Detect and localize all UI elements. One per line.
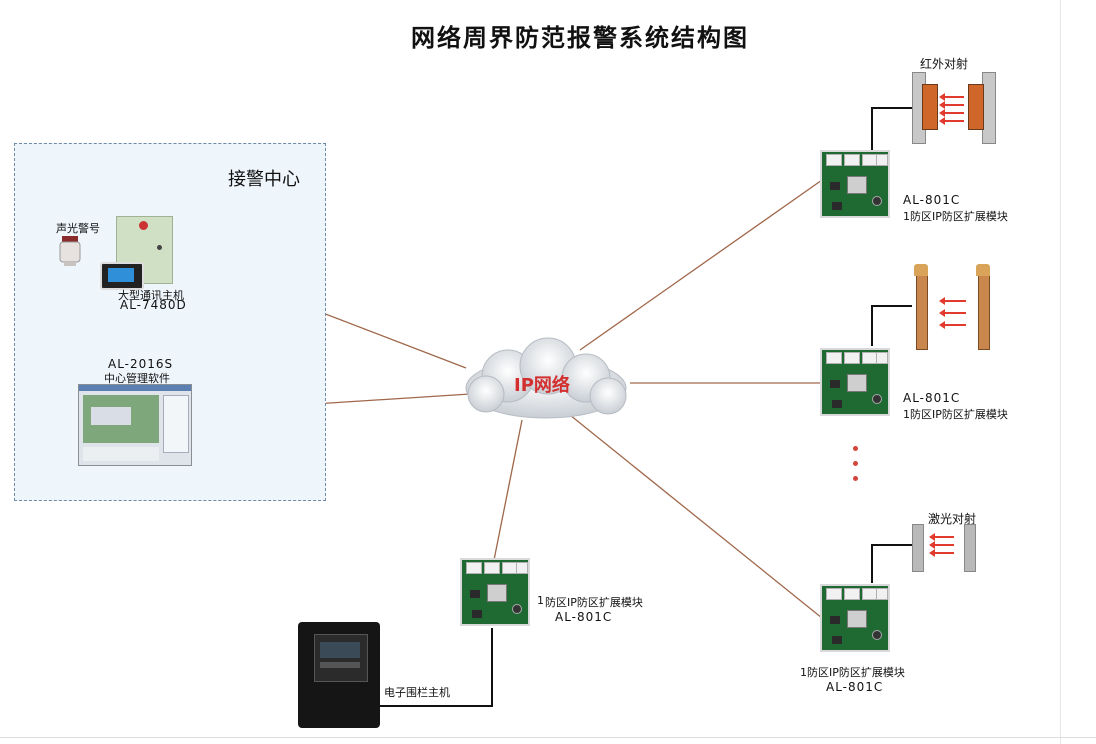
- link-module-3: [569, 414, 823, 619]
- module-3-model: AL-801C: [826, 680, 884, 694]
- alarm-siren-icon: [58, 236, 82, 268]
- cable-pole: [871, 305, 912, 346]
- fence-host-icon: [298, 622, 380, 728]
- host-model: AL-7480D: [120, 298, 187, 312]
- alarm-center-label: 接警中心: [228, 169, 300, 190]
- keypad-icon: [100, 262, 144, 290]
- ellipsis-dot: [853, 461, 858, 466]
- host-name: 大型通讯主机: [118, 289, 184, 302]
- module-3-name: 1防区IP防区扩展模块: [800, 666, 905, 679]
- page-edge: [0, 737, 1096, 738]
- module-4-name: 防区IP防区扩展模块: [545, 596, 643, 609]
- link-module-4: [493, 419, 523, 561]
- software-model: AL-2016S: [108, 357, 174, 371]
- cable-laser: [871, 544, 912, 583]
- pcb-module-icon: [820, 150, 890, 218]
- module-1-name: 1防区IP防区扩展模块: [903, 210, 1008, 223]
- module-4-prefix: 1: [537, 594, 544, 607]
- pcb-module-icon: [820, 584, 890, 652]
- laser-label: 激光对射: [928, 512, 977, 526]
- ellipsis-dot: [853, 476, 858, 481]
- infrared-label: 红外对射: [920, 57, 969, 71]
- module-4-model: AL-801C: [555, 610, 613, 624]
- page-edge: [1060, 0, 1061, 744]
- cloud-icon: [456, 336, 636, 428]
- page-title: 网络周界防范报警系统结构图: [411, 24, 749, 52]
- cable-fence: [380, 628, 493, 707]
- network-label: IP网络: [514, 375, 570, 396]
- ellipsis-dot: [853, 446, 858, 451]
- module-2-model: AL-801C: [903, 391, 961, 405]
- cable-infrared: [871, 107, 912, 150]
- software-name: 中心管理软件: [104, 372, 170, 385]
- host-cabinet-icon: [116, 216, 173, 284]
- pcb-module-icon: [460, 558, 530, 626]
- software-screenshot-icon: [78, 384, 192, 466]
- infrared-beam-icon: [910, 72, 996, 144]
- laser-beam-icon: [910, 524, 978, 572]
- module-1-model: AL-801C: [903, 193, 961, 207]
- fence-host-label: 电子围栏主机: [384, 686, 450, 699]
- pole-beam-icon: [910, 262, 996, 350]
- link-module-1: [579, 179, 823, 351]
- pcb-module-icon: [820, 348, 890, 416]
- siren-label: 声光警号: [56, 222, 100, 235]
- module-2-name: 1防区IP防区扩展模块: [903, 408, 1008, 421]
